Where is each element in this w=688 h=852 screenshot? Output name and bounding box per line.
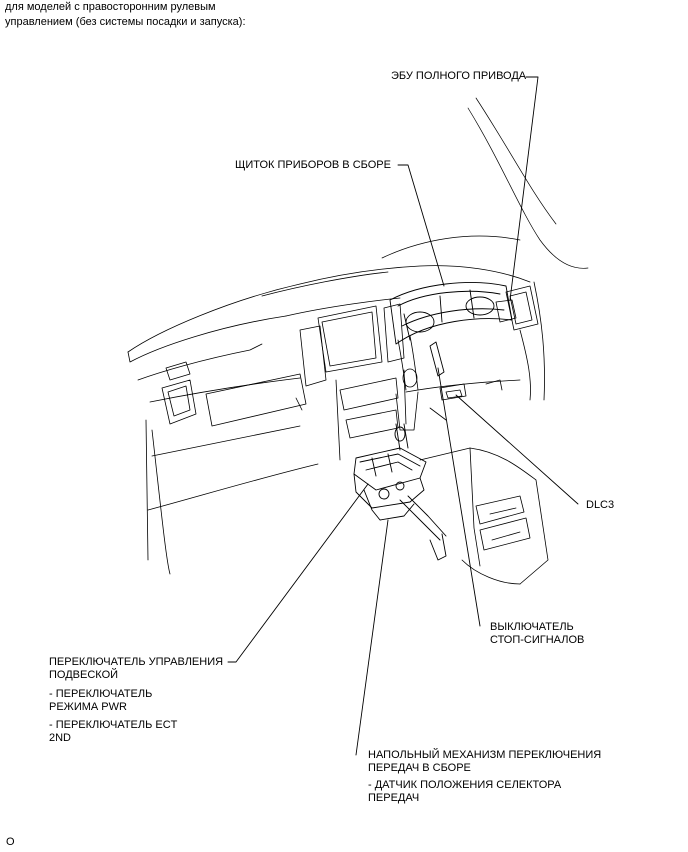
rear-console: [419, 447, 549, 585]
center-display: [299, 303, 405, 387]
label-suspension-2: ПОДВЕСКОЙ: [49, 669, 119, 681]
label-stop-switch-2: СТОП-СИГНАЛОВ: [490, 634, 585, 646]
leader-suspension: [227, 483, 369, 663]
label-stop-switch-1: ВЫКЛЮЧАТЕЛЬ: [490, 621, 574, 633]
leader-awd-ecu: [509, 76, 539, 301]
header-line-1: для моделей с правосторонним рулевым: [5, 1, 216, 13]
label-pwr-switch-1: - ПЕРЕКЛЮЧАТЕЛЬ: [49, 688, 153, 700]
steering-column: [395, 335, 419, 431]
shift-lever-assembly: [353, 423, 447, 561]
label-suspension-1: ПЕРЕКЛЮЧАТЕЛЬ УПРАВЛЕНИЯ: [49, 656, 224, 668]
center-console-panel: [335, 369, 407, 461]
label-shift-assembly-1: НАПОЛЬНЫЙ МЕХАНИЗМ ПЕРЕКЛЮЧЕНИЯ: [368, 749, 602, 761]
windshield-outline: [381, 97, 589, 269]
label-shift-assembly-2: ПЕРЕДАЧ В СБОРЕ: [368, 762, 471, 774]
awd-ecu-area: [495, 281, 545, 401]
label-ect-switch-1: - ПЕРЕКЛЮЧАТЕЛЬ ECT: [49, 719, 178, 731]
leader-lines: [227, 76, 579, 756]
label-dlc3: DLC3: [586, 499, 615, 511]
glove-box: [205, 373, 307, 427]
label-awd-ecu: ЭБУ ПОЛНОГО ПРИВОДА: [391, 70, 527, 82]
figure-code: O: [6, 836, 15, 848]
header-line-2: управлением (без системы посадки и запус…: [5, 16, 246, 28]
label-position-sensor-2: ПЕРЕДАЧ: [368, 792, 420, 804]
meter-assembly: [389, 282, 513, 377]
label-position-sensor-1: - ДАТЧИК ПОЛОЖЕНИЯ СЕЛЕКТОРА: [368, 779, 562, 791]
leader-shift: [355, 519, 389, 756]
lower-dash-right: [405, 379, 521, 421]
leader-meter: [397, 164, 445, 287]
leader-stop-switch: [437, 367, 481, 627]
label-pwr-switch-2: РЕЖИМА PWR: [49, 701, 127, 713]
label-ect-switch-2: 2ND: [49, 732, 72, 744]
leader-dlc3: [455, 394, 579, 505]
label-meter-assembly: ЩИТОК ПРИБОРОВ В СБОРЕ: [235, 159, 391, 171]
left-vent: [161, 361, 197, 425]
